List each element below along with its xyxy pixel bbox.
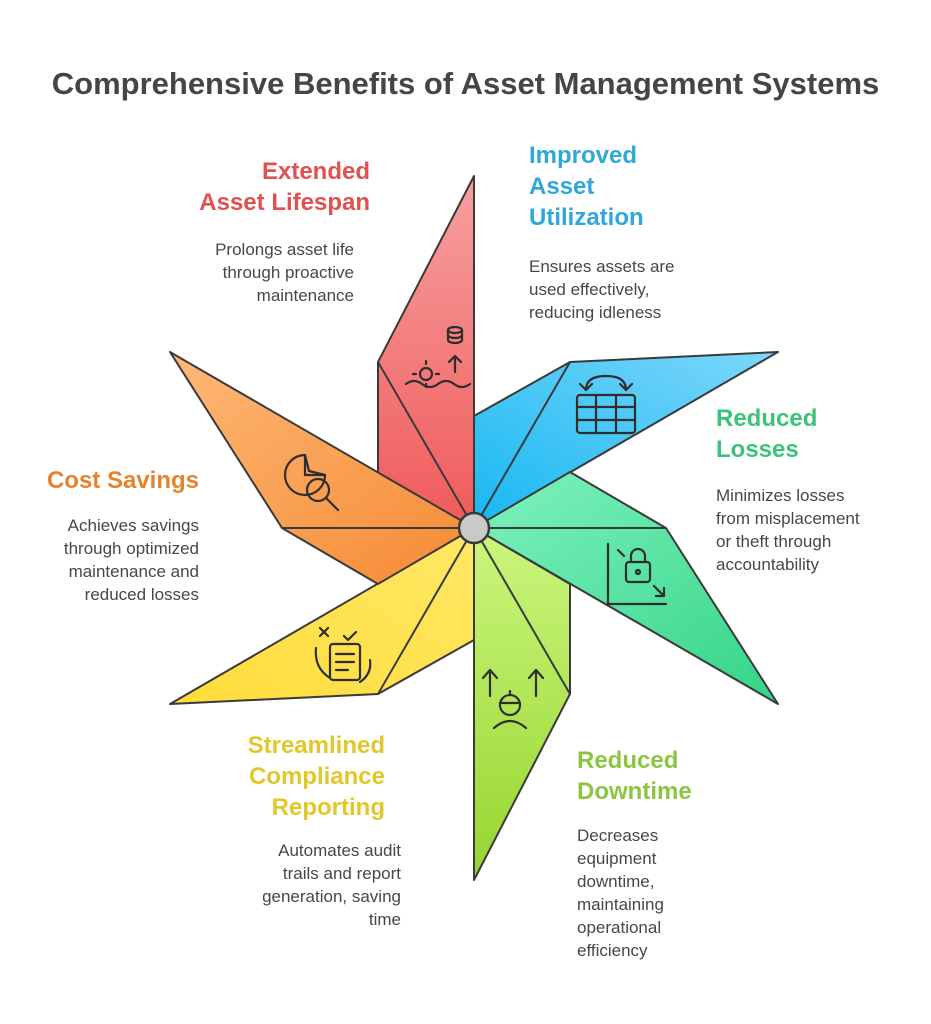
blade-reduced-downtime xyxy=(473,527,571,881)
pie-chart-magnifier-icon xyxy=(283,453,340,512)
label-extended-asset-lifespan: Extended Asset Lifespan xyxy=(199,158,370,216)
blade-extended-asset-lifespan xyxy=(377,175,475,529)
checklist-clipboard-icon xyxy=(314,626,372,684)
desc-reduced-losses: Minimizes losses from misplacement or th… xyxy=(716,486,860,574)
label-improved-asset-utilization: Improved Asset Utilization xyxy=(529,142,644,231)
worker-arrows-up-icon xyxy=(481,668,545,730)
center-hub xyxy=(457,511,491,545)
desc-cost-savings: Achieves savings through optimized maint… xyxy=(63,516,199,604)
database-gears-arrow-icon xyxy=(404,325,472,389)
label-streamlined-compliance-reporting: Streamlined Compliance Reporting xyxy=(247,732,385,821)
desc-extended-asset-lifespan: Prolongs asset life through proactive ma… xyxy=(215,240,354,305)
label-reduced-losses: Reduced Losses xyxy=(716,405,818,463)
blade-reduced-losses xyxy=(473,471,779,705)
lock-chart-decline-icon xyxy=(606,542,668,606)
grid-rotate-icon xyxy=(575,374,637,435)
blade-cost-savings xyxy=(169,351,475,585)
desc-streamlined-compliance-reporting: Automates audit trails and report genera… xyxy=(262,841,401,929)
desc-improved-asset-utilization: Ensures assets are used effectively, red… xyxy=(529,257,675,322)
label-reduced-downtime: Reduced Downtime xyxy=(577,747,692,805)
desc-reduced-downtime: Decreases equipment downtime, maintainin… xyxy=(577,826,664,960)
page-title: Comprehensive Benefits of Asset Manageme… xyxy=(51,66,880,101)
label-cost-savings: Cost Savings xyxy=(46,467,199,494)
